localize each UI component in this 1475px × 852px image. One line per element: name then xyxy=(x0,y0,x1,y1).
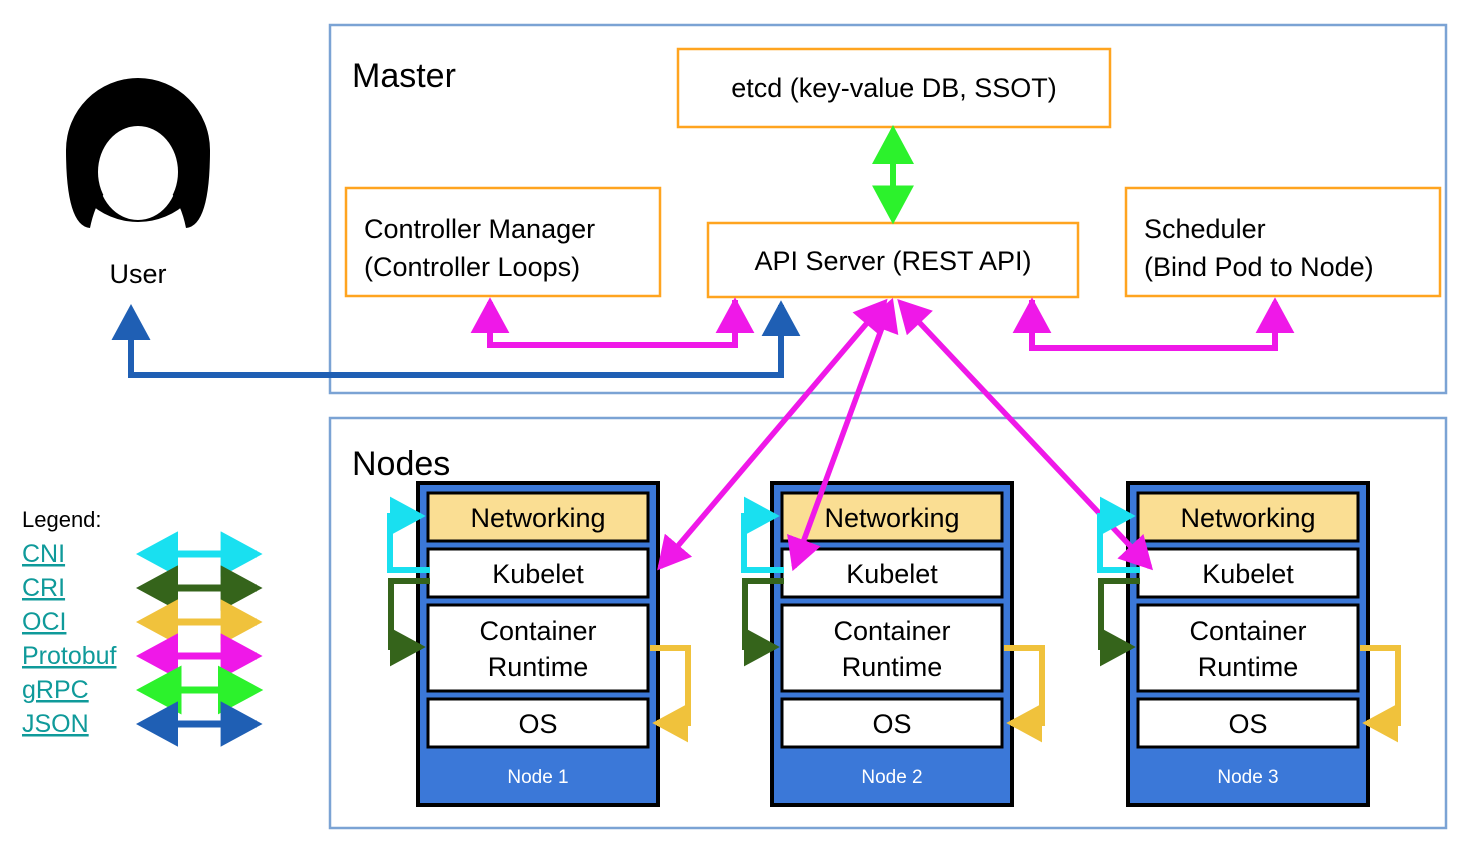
connector-node1-kubelet-networking-cni xyxy=(387,496,430,573)
node-3-name-label: Node 3 xyxy=(1217,767,1278,788)
legend-item-json-label[interactable]: JSON xyxy=(22,710,89,738)
etcd-box[interactable]: etcd (key-value DB, SSOT) xyxy=(676,47,1112,129)
legend-item-cni[interactable]: CNI xyxy=(22,531,263,577)
api-server-box-label: API Server (REST API) xyxy=(754,246,1031,276)
master-group-title: Master xyxy=(352,57,456,95)
node-3-kubelet-label: Kubelet xyxy=(1202,559,1294,589)
node-3-container-runtime-label-line1: Container xyxy=(1189,616,1306,646)
node-3-container-runtime-label-line2: Runtime xyxy=(1198,652,1299,682)
legend-item-cni-label[interactable]: CNI xyxy=(22,540,65,568)
legend-item-protobuf-label[interactable]: Protobuf xyxy=(22,642,117,670)
nodes-group: Nodes Networking Kubelet Container Runti… xyxy=(328,416,1448,830)
node-2-container-runtime-box[interactable] xyxy=(780,603,1004,693)
connector-node3-kubelet-networking-cni xyxy=(1097,496,1140,573)
legend-item-json[interactable]: JSON xyxy=(22,701,263,747)
node-2-name-label: Node 2 xyxy=(861,767,922,788)
controller-manager-box[interactable]: Controller Manager (Controller Loops) xyxy=(344,186,662,298)
node-3-networking-label: Networking xyxy=(1180,503,1315,533)
user-label: User xyxy=(109,259,166,289)
node-2-os-label: OS xyxy=(872,709,911,739)
connector-node2-kubelet-runtime-cri xyxy=(742,578,784,667)
etcd-box-label: etcd (key-value DB, SSOT) xyxy=(731,73,1057,103)
node-2-os-box[interactable] xyxy=(780,697,1004,749)
scheduler-label-line1: Scheduler xyxy=(1144,214,1266,244)
scheduler-box[interactable]: Scheduler (Bind Pod to Node) xyxy=(1124,186,1442,298)
node-1-networking-box[interactable] xyxy=(426,491,650,543)
connector-node1-runtime-os-oci xyxy=(650,645,691,743)
node-1-kubelet-label: Kubelet xyxy=(492,559,584,589)
node-1-container-runtime-label-line2: Runtime xyxy=(488,652,589,682)
node-1-name-label: Node 1 xyxy=(507,767,568,788)
node-3-kubelet-box[interactable] xyxy=(1136,547,1360,599)
connector-apiserver-kubelet-node2-protobuf xyxy=(787,297,899,572)
legend-item-oci[interactable]: OCI xyxy=(22,599,263,645)
scheduler-label-line2: (Bind Pod to Node) xyxy=(1144,252,1374,282)
legend-item-protobuf[interactable]: Protobuf xyxy=(22,633,263,679)
node-3-os-label: OS xyxy=(1228,709,1267,739)
node-2-container-runtime-label-line2: Runtime xyxy=(842,652,943,682)
scheduler-box-rect xyxy=(1124,186,1442,298)
etcd-box-rect xyxy=(676,47,1112,129)
user-avatar-icon xyxy=(66,78,210,228)
controller-manager-label-line2: (Controller Loops) xyxy=(364,252,580,282)
controller-manager-box-rect xyxy=(344,186,662,298)
legend-item-cri-label[interactable]: CRI xyxy=(22,574,65,602)
node-1-os-box[interactable] xyxy=(426,697,650,749)
node-3-os-box[interactable] xyxy=(1136,697,1360,749)
legend-title: Legend: xyxy=(22,507,102,532)
legend-item-cri[interactable]: CRI xyxy=(22,565,263,611)
node-1-container-runtime-box[interactable] xyxy=(426,603,650,693)
node-2-container-runtime-label-line1: Container xyxy=(833,616,950,646)
legend-item-oci-label[interactable]: OCI xyxy=(22,608,66,636)
connector-node1-kubelet-runtime-cri xyxy=(388,578,430,667)
api-server-box[interactable]: API Server (REST API) xyxy=(706,221,1080,299)
nodes-group-title: Nodes xyxy=(352,445,450,483)
connector-node2-runtime-os-oci xyxy=(1004,645,1045,743)
connector-node3-runtime-os-oci xyxy=(1360,645,1401,743)
node-2-kubelet-label: Kubelet xyxy=(846,559,938,589)
legend-item-grpc[interactable]: gRPC xyxy=(22,665,264,715)
node-1-os-label: OS xyxy=(518,709,557,739)
node-3-container-runtime-box[interactable] xyxy=(1136,603,1360,693)
legend: Legend: CNI CRI OCI Protobuf gRPC JSON xyxy=(22,507,264,747)
user-group: User xyxy=(66,78,210,289)
connector-node2-kubelet-networking-cni xyxy=(741,496,784,573)
api-server-box-rect xyxy=(706,221,1080,299)
controller-manager-label-line1: Controller Manager xyxy=(364,214,595,244)
legend-item-grpc-label[interactable]: gRPC xyxy=(22,676,89,704)
node-1-networking-label: Networking xyxy=(470,503,605,533)
node-1-container-runtime-label-line1: Container xyxy=(479,616,596,646)
master-group: Master etcd (key-value DB, SSOT) Control… xyxy=(328,23,1448,395)
connector-node3-kubelet-runtime-cri xyxy=(1098,578,1140,667)
node-2-networking-label: Networking xyxy=(824,503,959,533)
node-3[interactable]: Networking Kubelet Container Runtime OS … xyxy=(1126,481,1370,807)
node-1[interactable]: Networking Kubelet Container Runtime OS … xyxy=(416,481,660,807)
